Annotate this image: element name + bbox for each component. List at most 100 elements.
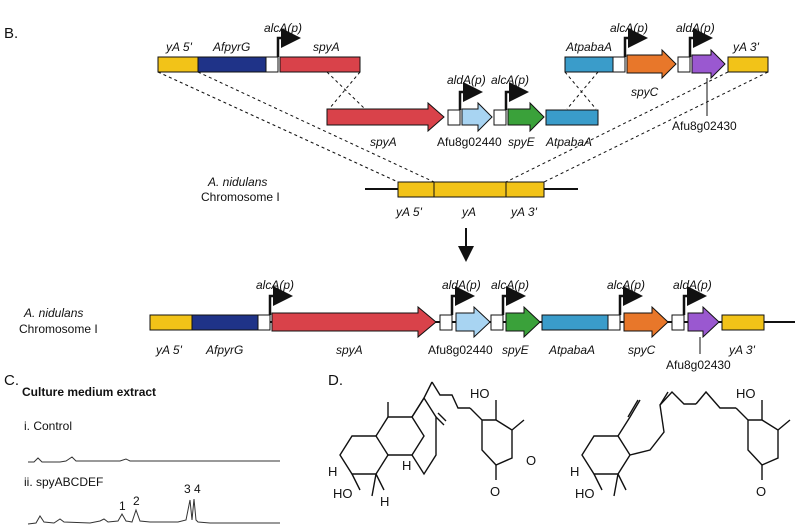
gene-afpyrg-left bbox=[197, 56, 267, 73]
panel-label-b: B. bbox=[4, 25, 18, 42]
gene-ya5-chrom bbox=[397, 181, 435, 198]
gene-spyc-final bbox=[623, 305, 669, 339]
label-spye-middle: spyE bbox=[508, 135, 536, 149]
label-alda-final-1: aldA(p) bbox=[442, 278, 481, 292]
promoter-box bbox=[677, 56, 691, 73]
label-alda-top-right: aldA(p) bbox=[676, 21, 715, 35]
peak-label-2: 2 bbox=[133, 494, 140, 508]
chromosome-after: alcA(p) aldA(p) alcA(p) alcA(p) aldA(p) … bbox=[19, 278, 795, 372]
gene-atpabaa-final bbox=[541, 314, 609, 331]
label-chromosome-final: Chromosome I bbox=[19, 322, 98, 336]
gene-ya3-final bbox=[721, 314, 765, 331]
label-alda-final-2: aldA(p) bbox=[673, 278, 712, 292]
label-afu02440-final: Afu8g02440 bbox=[428, 343, 493, 357]
label-anidulans-final: A. nidulans bbox=[23, 306, 83, 320]
gene-spya-middle bbox=[326, 101, 445, 133]
promoter-box bbox=[265, 56, 279, 73]
label-alca-top-left: alcA(p) bbox=[264, 21, 302, 35]
chem-h-1c: H bbox=[380, 494, 389, 509]
promoter-box bbox=[612, 56, 626, 73]
recombination-crosses bbox=[157, 71, 769, 183]
gene-spyc-top bbox=[626, 48, 677, 80]
label-afpyrg-final: AfpyrG bbox=[205, 343, 243, 357]
panel-label-d: D. bbox=[328, 372, 343, 389]
label-alca-top-right: alcA(p) bbox=[610, 21, 648, 35]
label-afu02430-final: Afu8g02430 bbox=[666, 358, 731, 372]
promoter-box bbox=[607, 314, 621, 331]
label-alca-final-2: alcA(p) bbox=[491, 278, 529, 292]
label-atpabaa-final: AtpabaA bbox=[548, 343, 595, 357]
promoter-arrow bbox=[450, 286, 475, 315]
label-chromosome-top: Chromosome I bbox=[201, 190, 280, 204]
label-ya5-chrom: yA 5' bbox=[395, 205, 423, 219]
chem-h-2: H bbox=[570, 464, 579, 479]
promoter-arrow bbox=[276, 28, 301, 57]
promoter-box bbox=[257, 314, 271, 331]
chromosome-before: A. nidulans Chromosome I yA 5' yA yA 3' bbox=[201, 175, 578, 219]
promoter-box bbox=[671, 314, 685, 331]
label-atpabaa-middle: AtpabaA bbox=[545, 135, 592, 149]
gene-ya5-final bbox=[149, 314, 193, 331]
gene-atpabaa-fragment bbox=[564, 56, 614, 73]
gene-ya3-chrom bbox=[505, 181, 545, 198]
label-ya-chrom: yA bbox=[461, 205, 476, 219]
promoter-box bbox=[493, 109, 507, 126]
construct-left: yA 5' AfpyrG alcA(p) spyA bbox=[157, 21, 361, 73]
gene-ya5-left bbox=[157, 56, 199, 73]
trace-sample bbox=[27, 498, 280, 525]
promoter-arrow bbox=[623, 28, 648, 57]
label-spye-final: spyE bbox=[502, 343, 530, 357]
promoter-arrow bbox=[458, 82, 483, 110]
gene-atpabaa-middle bbox=[545, 109, 599, 126]
gene-afu02430-final bbox=[687, 305, 720, 339]
gene-spya-final bbox=[271, 305, 437, 339]
peak-label-3: 3 bbox=[184, 482, 191, 496]
label-spya-top: spyA bbox=[313, 40, 340, 54]
promoter-arrow bbox=[268, 286, 293, 315]
label-ya3-top: yA 3' bbox=[732, 40, 760, 54]
gene-afu02440-final bbox=[455, 305, 491, 339]
label-alca-middle: alcA(p) bbox=[491, 73, 529, 87]
gene-ya3-right bbox=[727, 56, 769, 73]
label-atpabaa-top: AtpabaA bbox=[565, 40, 612, 54]
chem-ho-1: HO bbox=[470, 386, 490, 401]
gene-afu02440-middle bbox=[461, 101, 493, 133]
promoter-box bbox=[490, 314, 504, 331]
chem-o-ring-1: O bbox=[526, 453, 536, 468]
promoter-arrow bbox=[501, 286, 526, 315]
trace-label-control: i. Control bbox=[24, 419, 72, 433]
promoter-box bbox=[447, 109, 461, 126]
construct-middle: aldA(p) alcA(p) spyA Afu8g02440 spyE Atp… bbox=[326, 73, 599, 149]
gene-afpyrg-final bbox=[191, 314, 259, 331]
panel-label-c: C. bbox=[4, 372, 19, 389]
peak-label-4: 4 bbox=[194, 482, 201, 496]
chem-o-2: O bbox=[756, 484, 766, 499]
chem-ho-2: HO bbox=[736, 386, 756, 401]
trace-control bbox=[28, 456, 280, 463]
gene-spye-middle bbox=[507, 101, 545, 133]
construct-right: AtpabaA alcA(p) aldA(p) yA 3' spyC Afu8g… bbox=[564, 21, 769, 133]
promoter-arrow bbox=[618, 286, 643, 315]
label-ya5-final: yA 5' bbox=[155, 343, 183, 357]
gene-spya-fragment bbox=[279, 56, 361, 73]
chem-o-1: O bbox=[490, 484, 500, 499]
promoter-arrow bbox=[688, 28, 713, 57]
label-ya3-final: yA 3' bbox=[728, 343, 756, 357]
label-alca-final-1: alcA(p) bbox=[256, 278, 294, 292]
label-afu02440-middle: Afu8g02440 bbox=[437, 135, 502, 149]
chem-ho-1b: HO bbox=[333, 486, 353, 501]
promoter-box bbox=[439, 314, 453, 331]
promoter-arrow bbox=[682, 286, 707, 315]
label-spya-middle: spyA bbox=[370, 135, 397, 149]
label-alda-middle: aldA(p) bbox=[447, 73, 486, 87]
label-afu02430-top: Afu8g02430 bbox=[672, 119, 737, 133]
label-spyc-top: spyC bbox=[631, 85, 659, 99]
label-anidulans-top: A. nidulans bbox=[207, 175, 267, 189]
label-ya3-chrom: yA 3' bbox=[510, 205, 538, 219]
label-spya-final: spyA bbox=[336, 343, 363, 357]
chem-h-1a: H bbox=[402, 458, 411, 473]
peak-label-1: 1 bbox=[119, 499, 126, 513]
gene-ya-chrom bbox=[433, 181, 507, 198]
chem-ho-2b: HO bbox=[575, 486, 595, 501]
